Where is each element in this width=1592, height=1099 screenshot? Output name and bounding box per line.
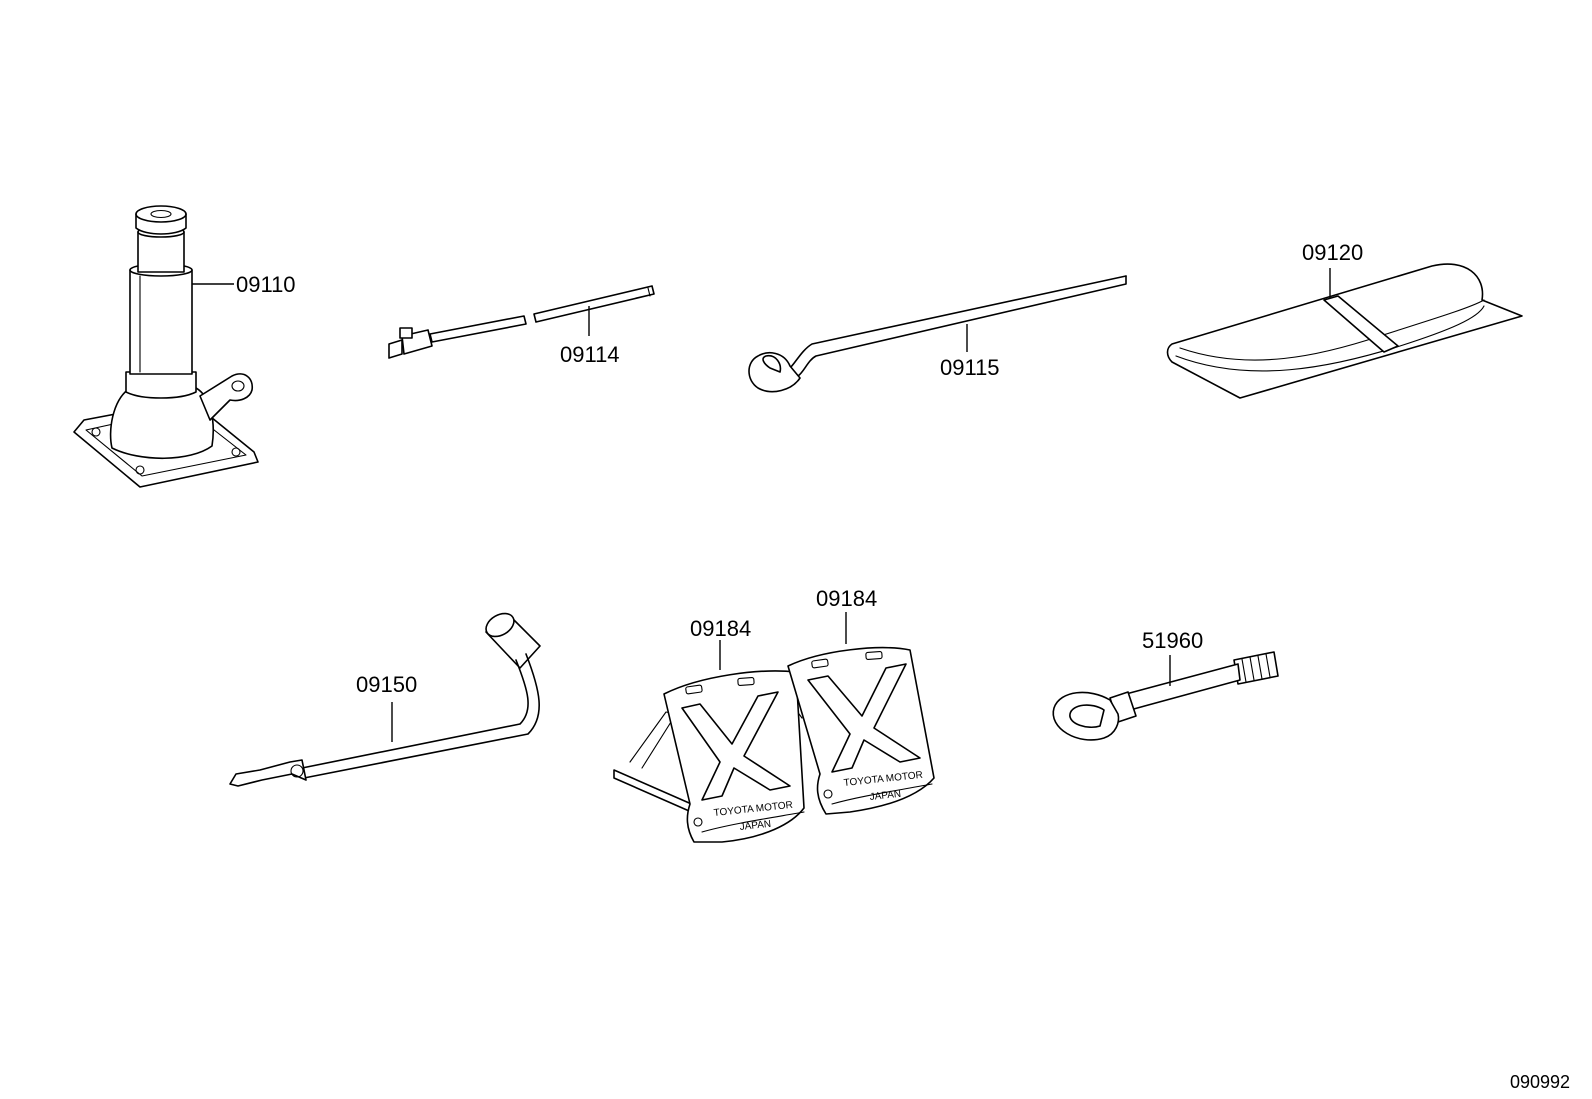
tool-bag-illustration — [1166, 263, 1523, 399]
part-label-09184-right[interactable]: 09184 — [816, 586, 877, 611]
wheel-chock-left-illustration: TOYOTA MOTOR JAPAN — [613, 640, 805, 843]
part-label-09114[interactable]: 09114 — [560, 342, 620, 367]
part-label-51960[interactable]: 51960 — [1142, 628, 1203, 653]
jack-illustration — [73, 205, 259, 488]
wheel-nut-wrench-illustration — [229, 612, 541, 787]
wheel-chock-right-illustration: TOYOTA MOTOR JAPAN — [787, 612, 935, 815]
towing-eye-illustration — [1052, 651, 1279, 741]
jack-handle-extension-illustration — [388, 285, 655, 359]
part-label-09120[interactable]: 09120 — [1302, 240, 1363, 265]
part-label-09184-left[interactable]: 09184 — [690, 616, 751, 641]
diagram-code: 090992 — [1510, 1072, 1570, 1092]
chock-stamp-country-right: JAPAN — [869, 789, 901, 803]
part-label-09110[interactable]: 09110 — [236, 272, 296, 297]
part-label-09150[interactable]: 09150 — [356, 672, 417, 697]
part-label-09115[interactable]: 09115 — [940, 355, 1000, 380]
jack-handle-illustration — [748, 275, 1127, 393]
